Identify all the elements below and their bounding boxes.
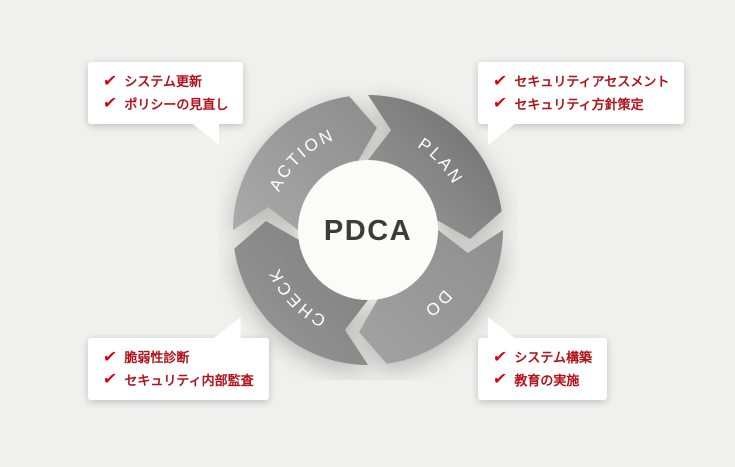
segment-action <box>233 96 377 230</box>
callout-item: 教育の実施 <box>514 372 580 388</box>
check-icon: ✔ <box>101 95 118 113</box>
check-icon: ✔ <box>491 348 508 366</box>
pdca-cycle-diagram: PLAN DO CHECK ACTION PDCA <box>218 80 518 380</box>
callout-check-row-1: ✔ 脆弱性診断 <box>101 348 254 368</box>
callout-plan-row-1: ✔ セキュリティアセスメント <box>491 72 670 92</box>
center-label: PDCA <box>324 215 412 247</box>
segment-do <box>359 230 503 364</box>
center-circle <box>298 160 438 300</box>
callout-action-row-2: ✔ ポリシーの見直し <box>101 95 229 115</box>
callout-check: ✔ 脆弱性診断 ✔ セキュリティ内部監査 <box>88 317 269 400</box>
callout-action-row-1: ✔ システム更新 <box>101 72 228 92</box>
callout-do-row-2: ✔ 教育の実施 <box>491 371 592 391</box>
segment-check <box>234 221 368 365</box>
callout-plan-row-2: ✔ セキュリティ方針策定 <box>491 95 669 115</box>
check-icon: ✔ <box>101 348 118 366</box>
callout-item: システム更新 <box>124 74 203 89</box>
callout-item: セキュリティ方針策定 <box>514 96 644 112</box>
callout-item: 脆弱性診断 <box>124 350 190 365</box>
callout-item: システム構築 <box>514 350 593 365</box>
check-icon: ✔ <box>491 95 508 113</box>
cycle-ring <box>233 95 503 365</box>
check-icon: ✔ <box>491 72 508 90</box>
callout-pointer <box>191 123 220 145</box>
callout-item: セキュリティ内部監査 <box>124 372 254 388</box>
callout-do-row-1: ✔ システム構築 <box>491 348 593 368</box>
segment-plan <box>368 95 502 239</box>
check-icon: ✔ <box>101 371 118 389</box>
pdca-ring-svg: PLAN DO CHECK ACTION PDCA <box>233 95 503 365</box>
callout-action: ✔ システム更新 ✔ ポリシーの見直し <box>88 62 244 145</box>
check-icon: ✔ <box>101 72 118 90</box>
callout-item: ポリシーの見直し <box>124 96 229 112</box>
callout-do: ✔ システム構築 ✔ 教育の実施 <box>478 317 608 400</box>
callout-check-row-2: ✔ セキュリティ内部監査 <box>101 371 254 391</box>
callout-item: セキュリティアセスメント <box>514 74 670 89</box>
check-icon: ✔ <box>491 371 508 389</box>
callout-plan: ✔ セキュリティアセスメント ✔ セキュリティ方針策定 <box>478 62 685 145</box>
